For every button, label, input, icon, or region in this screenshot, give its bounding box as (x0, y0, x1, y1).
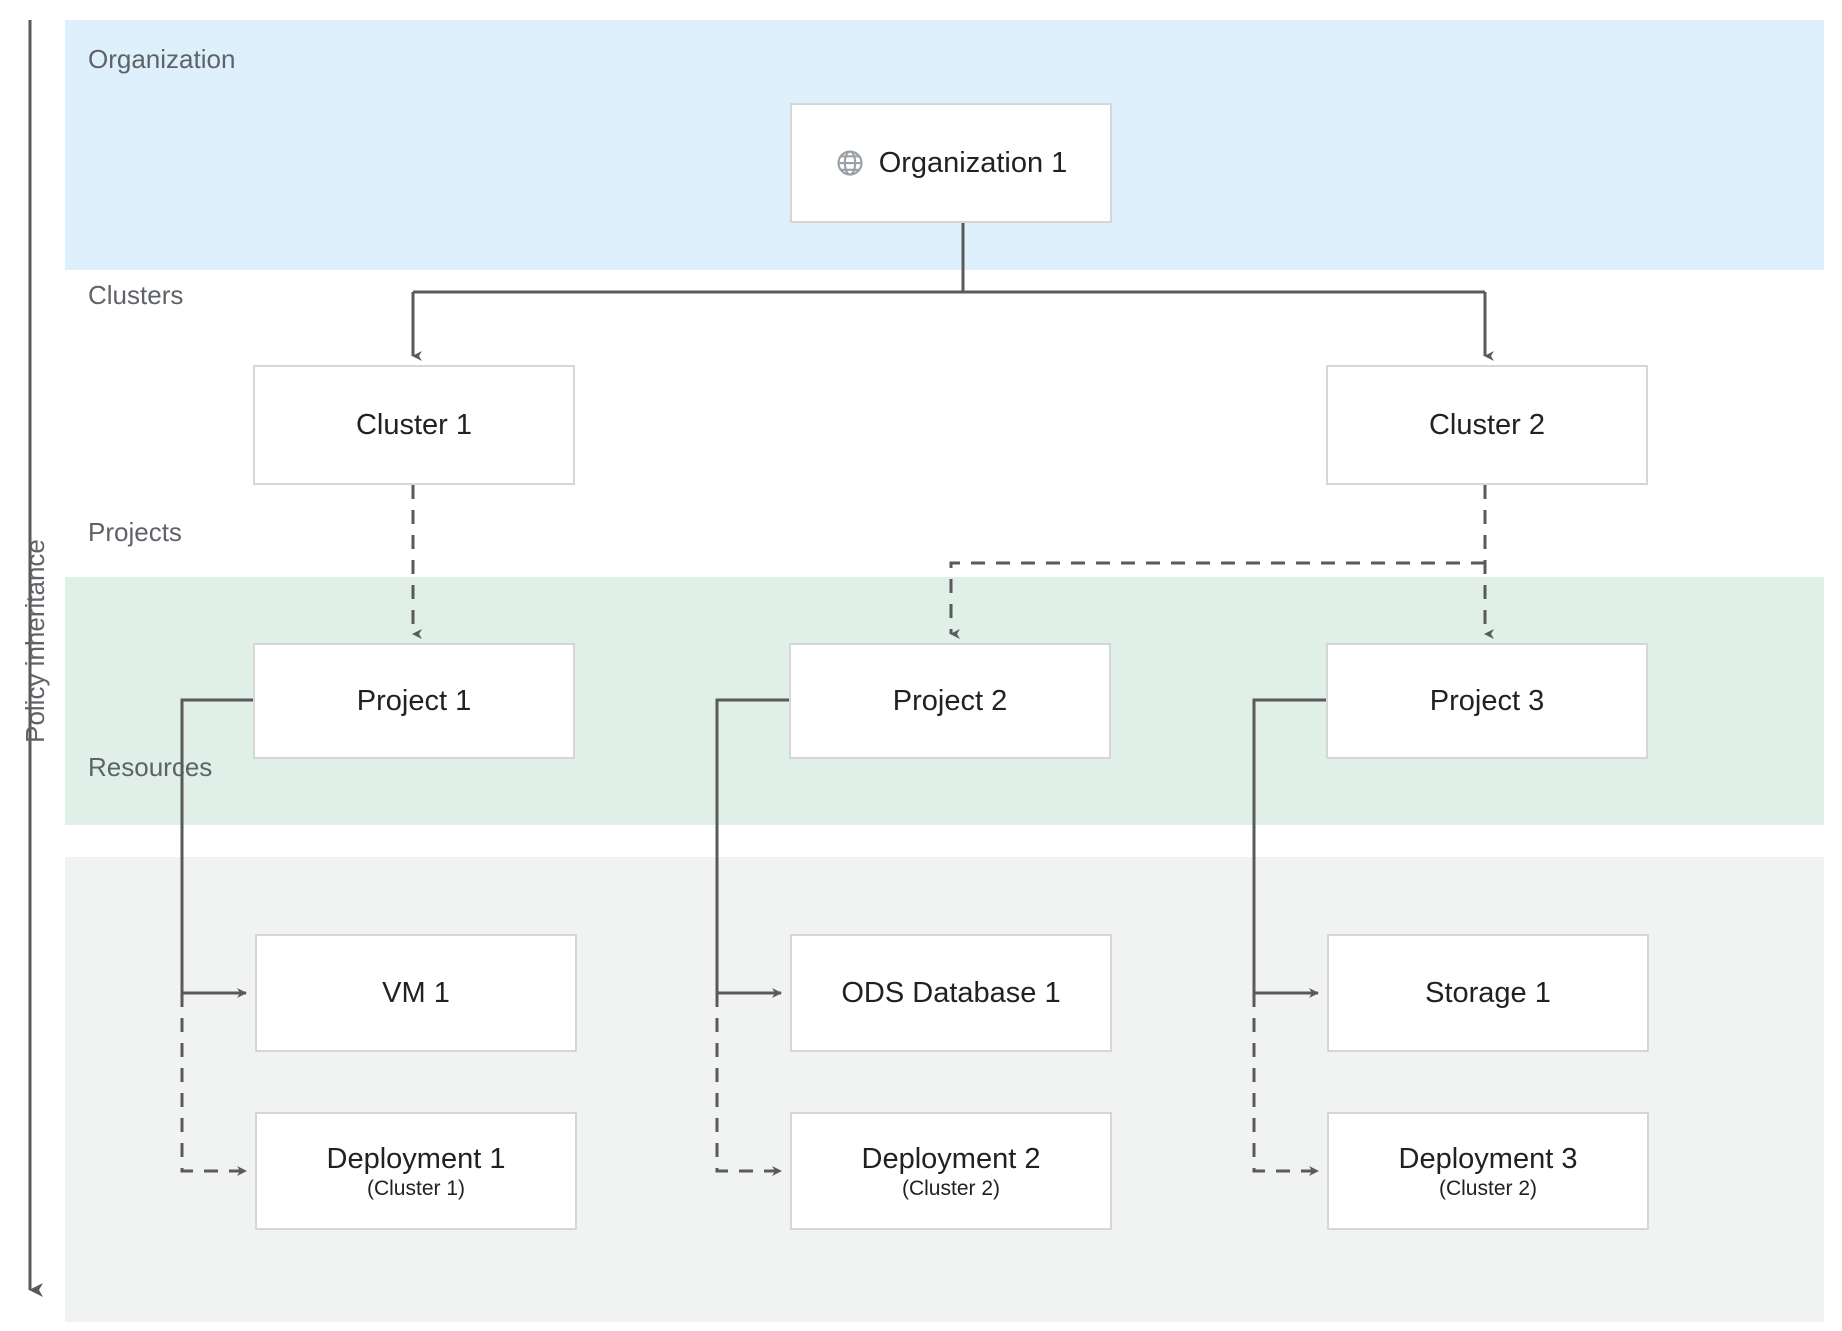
node-label: Project 2 (892, 685, 1008, 717)
node-organization-1[interactable]: Organization 1 (790, 103, 1112, 223)
node-label: Organization 1 (878, 147, 1068, 179)
policy-inheritance-axis: Policy inheritance (0, 0, 70, 1326)
policy-inheritance-label: Policy inheritance (20, 539, 50, 743)
node-sublabel: (Cluster 2) (901, 1176, 1001, 1200)
node-cluster-1[interactable]: Cluster 1 (253, 365, 575, 485)
node-label: Deployment 3 (1398, 1142, 1578, 1175)
node-label: Cluster 2 (1428, 409, 1546, 441)
band-label-projects: Projects (88, 517, 182, 547)
node-label: ODS Database 1 (841, 977, 1061, 1009)
node-sublabel: (Cluster 1) (366, 1176, 466, 1200)
node-project-1[interactable]: Project 1 (253, 643, 575, 759)
node-vm-1[interactable]: VM 1 (255, 934, 577, 1052)
policy-arrow-icon (28, 20, 43, 1297)
node-label: Project 1 (356, 685, 472, 717)
node-label: Storage 1 (1425, 977, 1551, 1009)
node-project-2[interactable]: Project 2 (789, 643, 1111, 759)
node-deployment-3[interactable]: Deployment 3 (Cluster 2) (1327, 1112, 1649, 1230)
band-label-resources: Resources (88, 752, 213, 782)
node-label: Deployment 1 (326, 1142, 506, 1175)
band-label-clusters: Clusters (88, 280, 184, 310)
node-deployment-2[interactable]: Deployment 2 (Cluster 2) (790, 1112, 1112, 1230)
node-label: Cluster 1 (355, 409, 473, 441)
node-ods-database-1[interactable]: ODS Database 1 (790, 934, 1112, 1052)
node-label: Project 3 (1429, 685, 1545, 717)
node-cluster-2[interactable]: Cluster 2 (1326, 365, 1648, 485)
node-storage-1[interactable]: Storage 1 (1327, 934, 1649, 1052)
node-deployment-1[interactable]: Deployment 1 (Cluster 1) (255, 1112, 577, 1230)
band-resources (65, 857, 1824, 1322)
node-sublabel: (Cluster 2) (1438, 1176, 1538, 1200)
band-label-organization: Organization (88, 44, 236, 74)
node-label: Deployment 2 (861, 1142, 1041, 1175)
node-project-3[interactable]: Project 3 (1326, 643, 1648, 759)
globe-icon (837, 150, 863, 176)
node-label: VM 1 (382, 977, 450, 1009)
